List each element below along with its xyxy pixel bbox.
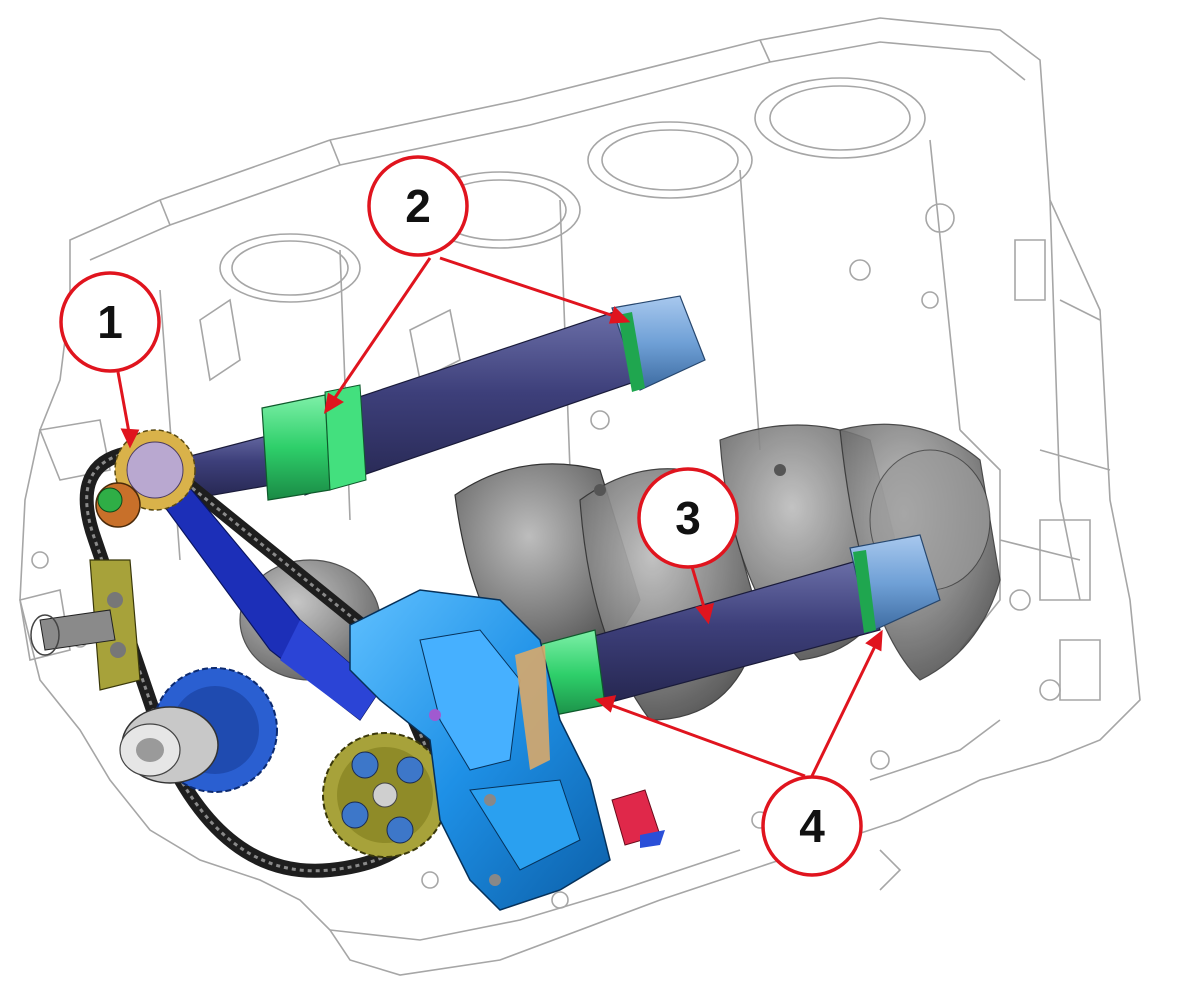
callout-1-label: 1 <box>97 296 123 348</box>
callout-3-label: 3 <box>675 492 701 544</box>
callout-2: 2 <box>367 155 469 257</box>
callout-4: 4 <box>761 775 863 877</box>
tensioner-bracket <box>30 559 141 691</box>
upper-balance-shaft <box>174 295 706 501</box>
callout-2-label: 2 <box>405 180 431 232</box>
callout-4-label: 4 <box>799 800 825 852</box>
callout-arrows <box>116 256 883 778</box>
callout-1: 1 <box>59 271 161 373</box>
front-bearing-green <box>261 394 331 501</box>
pump-drive-sprocket <box>322 732 448 858</box>
oil-pump <box>349 589 665 911</box>
crank-sprocket <box>119 667 278 793</box>
callout-3: 3 <box>637 467 739 569</box>
upper-sprocket <box>95 429 196 528</box>
